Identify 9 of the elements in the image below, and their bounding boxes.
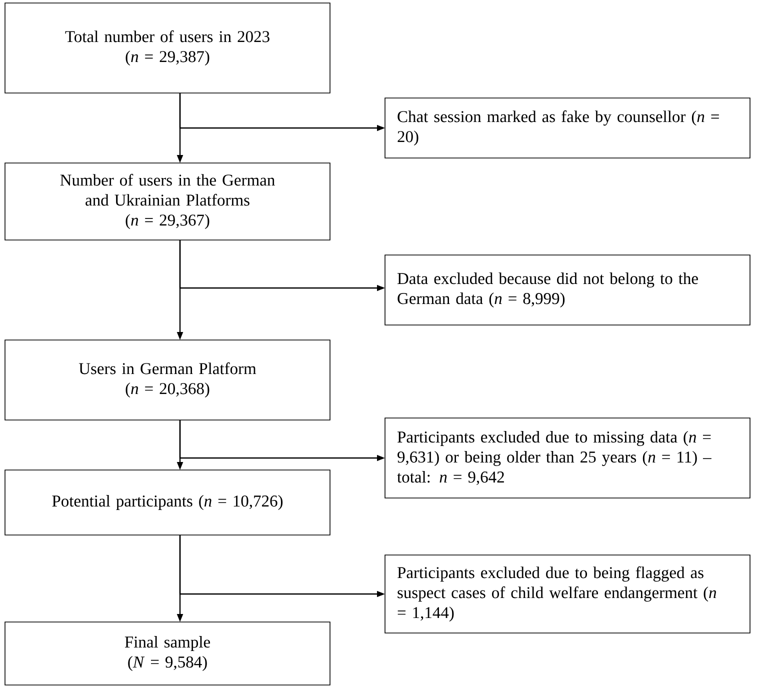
exclusion-box: Participants excluded due to missing data (n = 9,631) or being older than 25 years (n = 11) – total: n = 9,642 <box>384 418 750 498</box>
exclusion-box: Participants excluded due to being flagged as suspect cases of child welfare endangerment (n = 1,144) <box>384 554 750 634</box>
process-box: Potential participants (n = 10,726) <box>4 470 330 536</box>
exclusion-box: Data excluded because did not belong to the German data (n = 8,999) <box>384 254 750 326</box>
process-box: Users in German Platform (n = 20,368) <box>4 340 330 420</box>
process-box: Total number of users in 2023 (n = 29,387) <box>4 2 330 94</box>
process-box: Number of users in the German and Ukrainian Platforms (n = 29,367) <box>4 162 330 240</box>
exclusion-box: Chat session marked as fake by counsellor (n = 20) <box>384 98 750 158</box>
process-box: Final sample (N = 9,584) <box>4 622 330 686</box>
